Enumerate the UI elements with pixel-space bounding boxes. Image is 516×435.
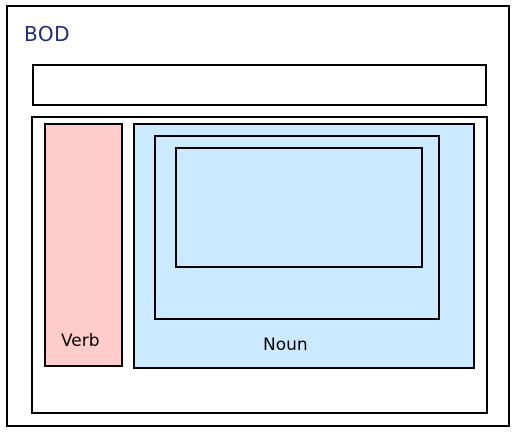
noun-box: Noun [133,123,475,369]
verb-label: Verb [61,331,100,351]
noun-middle-frame [154,135,440,320]
noun-label: Noun [263,335,308,355]
bod-title: BOD [24,22,71,46]
top-bar-box [32,64,487,106]
noun-inner-frame [175,147,423,268]
verb-box: Verb [44,123,123,367]
